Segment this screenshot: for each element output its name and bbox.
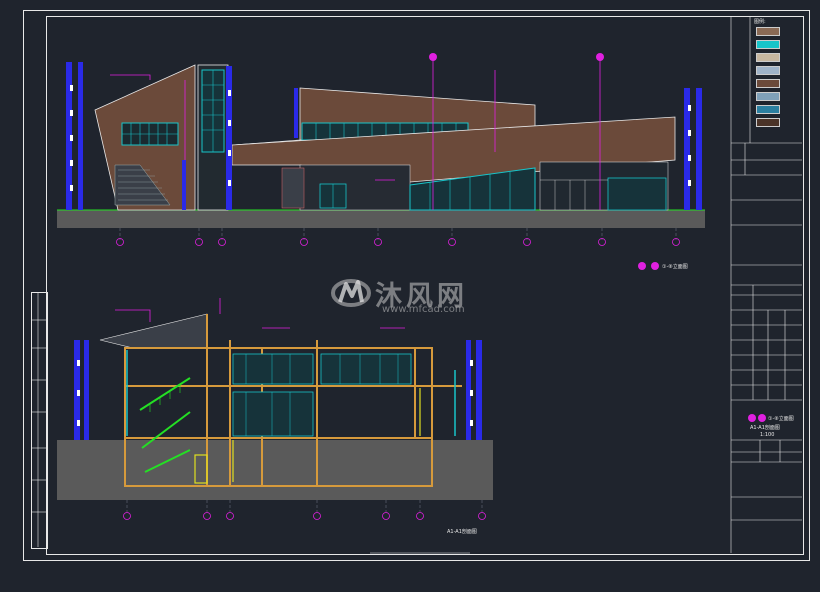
legend-swatch-4: [756, 66, 780, 75]
elevation-axis-bubbles: [116, 238, 680, 246]
title-block-drawing-title-2: A1-A1剖面图: [750, 425, 780, 431]
section-axis-bubbles: [123, 512, 486, 520]
watermark: 沐风网 www.mfcad.com: [330, 270, 500, 320]
watermark-logo-icon: [331, 279, 371, 307]
section-drawing: [57, 298, 493, 520]
legend-swatch-1: [756, 27, 780, 36]
elevation-title: ①-⑧立面图: [662, 264, 688, 270]
legend-swatch-8: [756, 118, 780, 127]
elevation-drawing: [57, 53, 705, 246]
title-block-grid: [370, 16, 802, 554]
legend-swatch-7: [756, 105, 780, 114]
legend-swatch-2: [756, 40, 780, 49]
title-block-drawing-title-1: ①-⑧立面图: [768, 416, 794, 422]
section-stairs: [139, 377, 191, 473]
legend-swatch-5: [756, 79, 780, 88]
elevation-ground: [57, 210, 705, 228]
curtain-wall: [409, 167, 536, 211]
title-block-scale: 1:100: [760, 432, 775, 438]
inner-frame: [46, 16, 804, 555]
section-ground: [57, 440, 493, 500]
outer-frame: [23, 10, 810, 561]
annotation-leaders: [110, 55, 601, 210]
legend-swatch-6: [756, 92, 780, 101]
legend-swatch-3: [756, 53, 780, 62]
section-title: A1-A1剖面图: [447, 529, 477, 535]
left-binding-strip: [31, 292, 48, 549]
binding-strip-rows: [31, 292, 46, 547]
elevation-columns: [66, 62, 702, 210]
watermark-brand: 沐风网: [375, 281, 468, 312]
legend-header: 图例:: [754, 19, 766, 25]
watermark-url: www.mfcad.com: [382, 304, 465, 315]
